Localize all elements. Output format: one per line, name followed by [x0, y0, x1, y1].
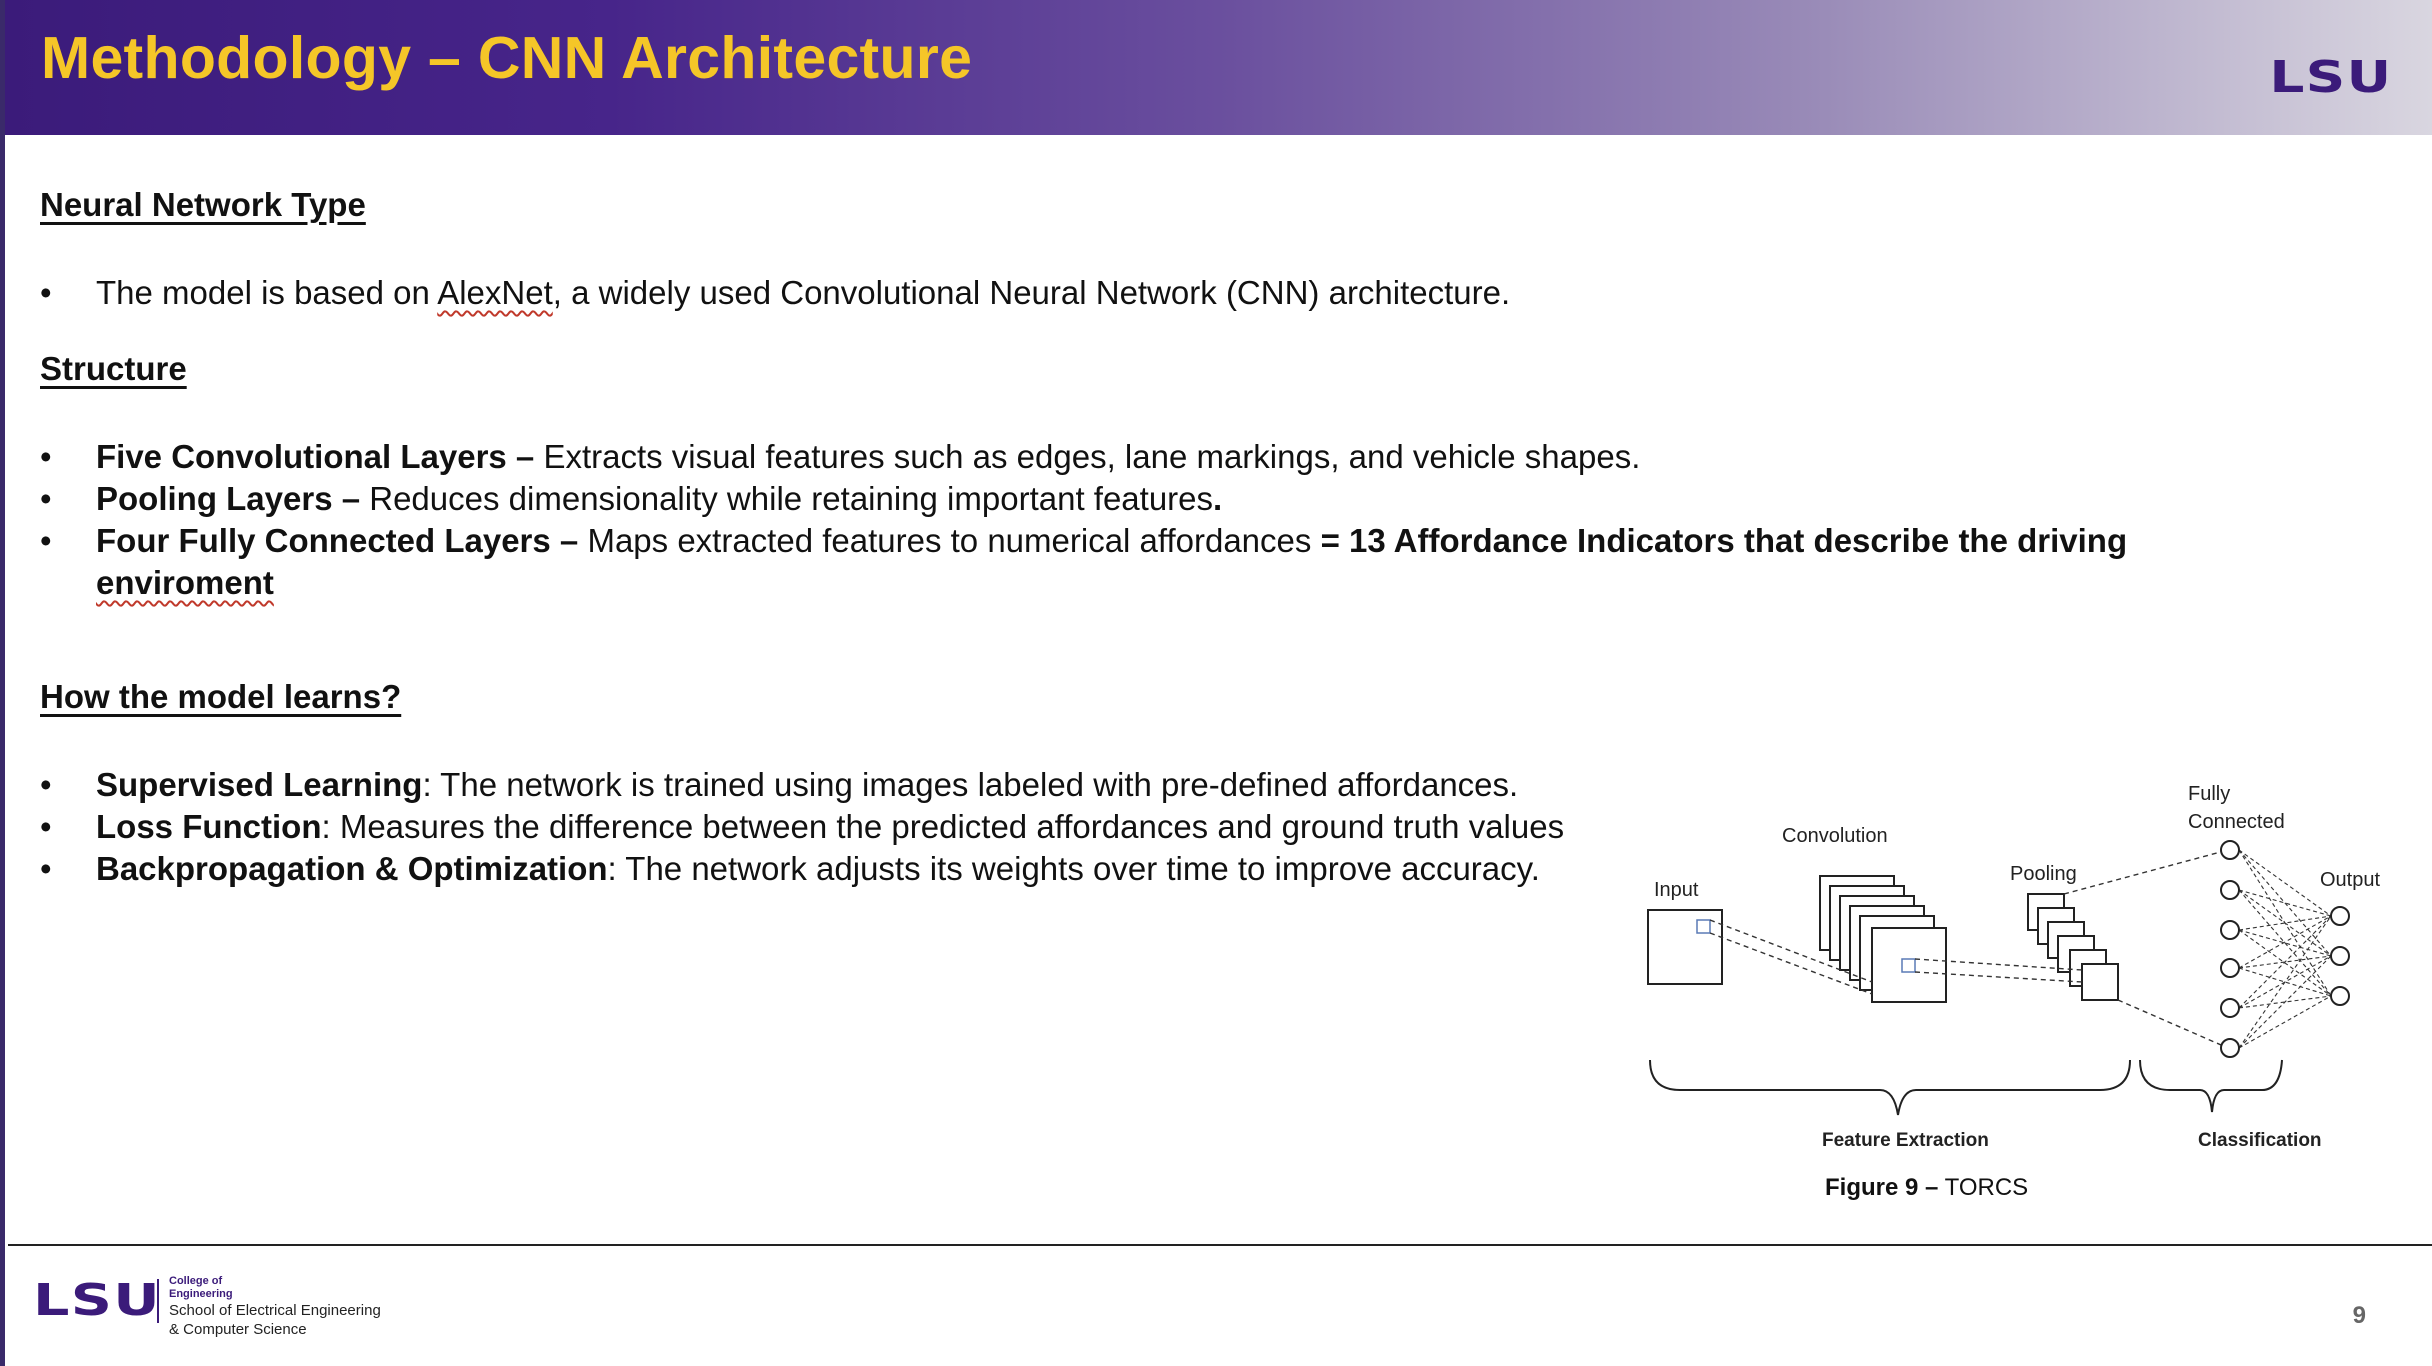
list-item: Loss Function: Measures the difference b… [40, 806, 2240, 848]
bullet-text: , a widely used Convolutional Neural Net… [552, 274, 1511, 311]
fc-edge [2238, 967, 2332, 997]
fc-edge [2238, 995, 2332, 1009]
list-item: Backpropagation & Optimization: The netw… [40, 848, 2240, 890]
bullet-bold: Five Convolutional Layers – [96, 438, 544, 475]
fc-node [2220, 958, 2240, 978]
output-node [2330, 946, 2350, 966]
fc-edge [2238, 889, 2332, 917]
bullet-bold: Supervised Learning [96, 766, 423, 803]
brace-classification [2139, 1059, 2283, 1113]
fc-edge [2238, 889, 2332, 957]
footer-lsu-logo: LSU [33, 1275, 162, 1326]
dashed-connectors [1709, 849, 2229, 1049]
list-item: The model is based on AlexNet, a widely … [40, 272, 2240, 314]
footer-school-line2: & Computer Science [169, 1321, 307, 1338]
bullet-bold: Loss Function [96, 808, 322, 845]
fc-edge [2238, 955, 2332, 969]
brace-feature-extraction [1649, 1059, 2131, 1116]
output-node [2330, 906, 2350, 926]
bullet-bold: Backpropagation & Optimization [96, 850, 608, 887]
footer-engineering: Engineering [169, 1288, 233, 1300]
list-item: Four Fully Connected Layers – Maps extra… [40, 520, 2240, 604]
fc-edge [2238, 915, 2332, 1009]
fc-edge [2238, 915, 2332, 1049]
fc-node [2220, 920, 2240, 940]
label-feature-extraction: Feature Extraction [1822, 1130, 1989, 1151]
conv-kernel [1901, 958, 1916, 973]
heading-structure: Structure [40, 350, 187, 387]
label-convolution: Convolution [1782, 825, 1888, 847]
fc-node [2220, 998, 2240, 1018]
left-edge-rule [0, 0, 5, 1366]
bullet-period: . [1213, 480, 1223, 517]
label-connected: Connected [2188, 811, 2285, 833]
bullet-text: : The network adjusts its weights over t… [607, 850, 1540, 887]
fc-edge [2238, 849, 2332, 917]
page-number: 9 [2352, 1302, 2366, 1329]
bullet-text: Reduces dimensionality while retaining i… [369, 480, 1214, 517]
braces [1649, 1059, 2283, 1116]
fc-layer [2220, 840, 2240, 1058]
footer-rule [8, 1244, 2432, 1246]
label-input: Input [1654, 879, 1699, 901]
fc-edge [2238, 995, 2332, 1049]
footer-separator [157, 1279, 159, 1323]
label-pooling: Pooling [2010, 863, 2077, 885]
caption-text: TORCS [1938, 1174, 2029, 1201]
slide-title: Methodology – CNN Architecture [41, 25, 973, 91]
cnn-architecture-figure: Input Convolution Pooling Fully Connecte… [1640, 770, 2380, 1210]
fc-edge [2238, 889, 2332, 997]
bullet-bold-highlight: = 13 Affordance Indicators that describe… [1320, 522, 2128, 559]
alexnet-term: AlexNet [437, 274, 553, 311]
fc-edge [2238, 929, 2332, 997]
learning-list: Supervised Learning: The network is trai… [40, 764, 2240, 890]
label-output: Output [2320, 869, 2380, 891]
output-node [2330, 986, 2350, 1006]
caption-label: Figure 9 – [1825, 1174, 1939, 1201]
fc-node [2220, 840, 2240, 860]
fc-edge [2238, 849, 2332, 957]
list-item: Supervised Learning: The network is trai… [40, 764, 2240, 806]
bullet-text: Maps extracted features to numerical aff… [587, 522, 1321, 559]
lsu-logo: LSU [2268, 52, 2392, 103]
fc-edge [2238, 955, 2332, 1049]
list-item: Pooling Layers – Reduces dimensionality … [40, 478, 2240, 520]
title-bar: Methodology – CNN Architecture LSU [5, 0, 2432, 135]
list-item: Five Convolutional Layers – Extracts vis… [40, 436, 2240, 478]
bullet-text: The model is based on [96, 274, 438, 311]
fc-edge [2238, 915, 2332, 969]
bullet-text: Extracts visual features such as edges, … [543, 438, 1641, 475]
input-kernel [1696, 919, 1711, 934]
convolution-stack [1819, 875, 1947, 1003]
fc-to-output-edges [2238, 849, 2332, 1049]
footer-college-of: College of [169, 1275, 223, 1287]
fc-node [2220, 880, 2240, 900]
output-layer [2330, 906, 2350, 1006]
cnn-diagram: Input Convolution Pooling Fully Connecte… [1647, 783, 2380, 1151]
bullet-text: : The network is trained using images la… [422, 766, 1519, 803]
misspelled-word: enviroment [96, 564, 274, 601]
heading-learning: How the model learns? [40, 678, 402, 715]
structure-list: Five Convolutional Layers – Extracts vis… [40, 436, 2240, 604]
bullet-text: : Measures the difference between the pr… [321, 808, 1565, 845]
fc-edge [2238, 915, 2332, 931]
network-type-list: The model is based on AlexNet, a widely … [40, 272, 2240, 314]
footer-logo: LSU College of Engineering School of Ele… [33, 1275, 381, 1338]
footer-school-line1: School of Electrical Engineering [169, 1302, 381, 1319]
footer-school-text: College of Engineering School of Electri… [169, 1275, 381, 1339]
bullet-bold: Four Fully Connected Layers – [96, 522, 588, 559]
pooling-stack [2027, 893, 2119, 1001]
figure-caption: Figure 9 – TORCS [1825, 1174, 2028, 1202]
fc-node [2220, 1038, 2240, 1058]
label-fully: Fully [2188, 783, 2230, 805]
input-square [1647, 909, 1723, 985]
fc-edge [2238, 929, 2332, 957]
bullet-bold: Pooling Layers – [96, 480, 370, 517]
heading-network-type: Neural Network Type [40, 186, 366, 223]
label-classification: Classification [2198, 1130, 2322, 1151]
